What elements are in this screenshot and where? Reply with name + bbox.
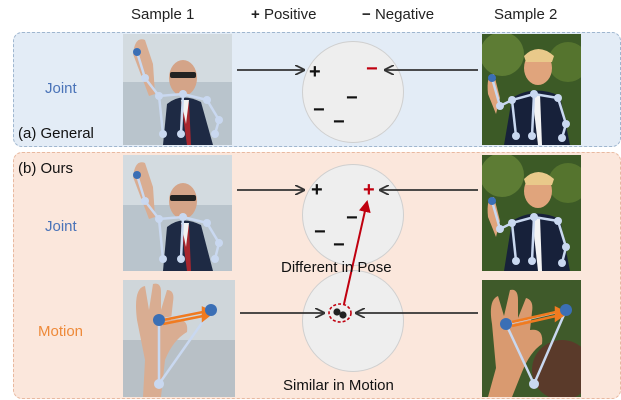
caption-motion: Similar in Motion (283, 377, 394, 394)
minus-icon: − (314, 221, 326, 243)
motion-point (339, 311, 347, 319)
panel-a-title: (a) General (18, 125, 94, 142)
minus-icon: − (362, 6, 371, 23)
sample2-photo-joint-a (482, 34, 581, 145)
header-positive: + Positive (251, 6, 316, 23)
embedding-space-general (302, 41, 404, 143)
minus-icon: − (366, 58, 378, 80)
header-sample1: Sample 1 (131, 6, 195, 23)
header-negative: − Negative (362, 6, 434, 23)
minus-icon: − (313, 99, 325, 121)
panel-b-title: (b) Ours (18, 160, 74, 177)
plus-icon: + (363, 179, 375, 201)
header-sample2: Sample 2 (494, 6, 558, 23)
header-negative-label: Negative (374, 6, 435, 23)
plus-icon: + (251, 6, 260, 23)
motion-point (333, 308, 341, 316)
plus-icon: + (311, 179, 323, 201)
minus-icon: − (346, 207, 358, 229)
joint-label-b: Joint (45, 218, 77, 235)
minus-icon: − (333, 234, 345, 256)
sample2-photo-joint-b (482, 155, 581, 271)
motion-label: Motion (38, 323, 84, 340)
motion-cluster-ring (328, 303, 352, 323)
minus-icon: − (346, 87, 358, 109)
sample2-photo-motion (482, 280, 581, 397)
embedding-space-motion (302, 270, 404, 372)
sample1-photo-motion (123, 280, 235, 397)
sample1-photo-joint-b (123, 155, 232, 271)
arrow-up-icon (343, 200, 371, 305)
minus-icon: − (333, 111, 345, 133)
header-positive-label: Positive (263, 6, 317, 23)
joint-label-a: Joint (45, 80, 77, 97)
sample1-photo-joint-a (123, 34, 232, 145)
caption-pose: Different in Pose (281, 259, 392, 276)
plus-icon: + (309, 61, 321, 83)
